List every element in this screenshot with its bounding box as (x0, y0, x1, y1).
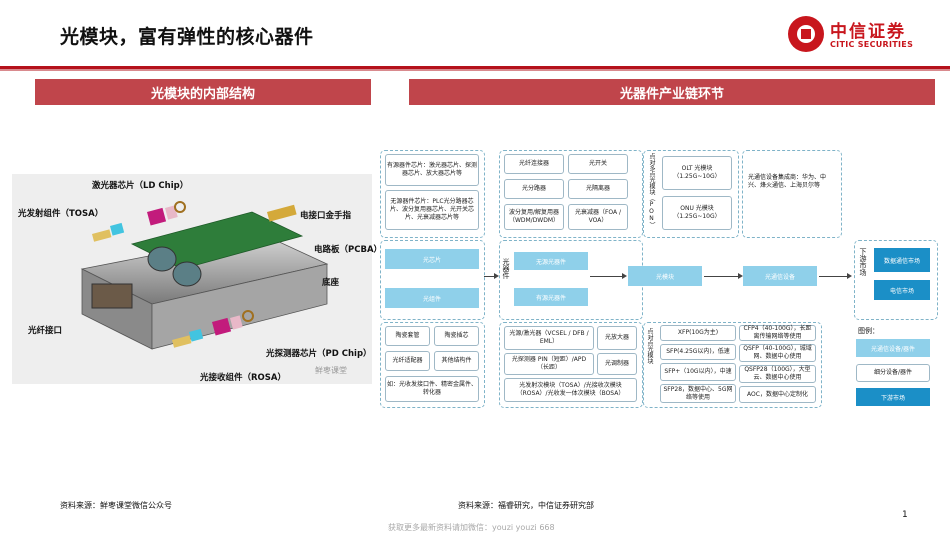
label-rosa: 光接收组件（ROSA） (200, 373, 286, 383)
olt-module-box: OLT 光模块（1.25G~10G） (662, 156, 732, 190)
isolator-box: 光隔离器 (568, 179, 628, 199)
qsfp-box: QSFP（40-100G），城域网、数据中心使用 (739, 344, 816, 362)
wdm-box: 波分复用/解复用器（WDM/DWDM） (504, 204, 564, 230)
label-fiber-port: 光纤接口 (28, 326, 63, 336)
photo-watermark: 鲜枣课堂 (315, 366, 347, 375)
onu-module-box: ONU 光模块（1.25G~10G） (662, 196, 732, 230)
active-device-detail-group (499, 322, 643, 408)
active-device-box: 有源光器件 (514, 288, 588, 306)
modulator-box: 光调制器 (597, 353, 637, 375)
detector-box: 光探测器 PIN（短距）/APD（长距） (504, 353, 594, 375)
header-divider (0, 66, 950, 69)
label-ld-chip: 激光器芯片（LD Chip） (92, 181, 189, 191)
arrow-3 (704, 276, 740, 277)
xfp-box: XFP(10G为主) (660, 325, 736, 341)
arrow-4-head (847, 273, 852, 279)
legend-item-segment: 细分设备/器件 (856, 364, 930, 382)
arrow-1 (484, 276, 496, 277)
laser-box: 光源/激光器（VCSEL / DFB / EML） (504, 326, 594, 350)
structural-note-box: 如：光收发接口件、精密金属件、转化器 (385, 376, 479, 402)
downstream-label: 下游市场 (859, 248, 867, 276)
legend-title: 图例： (858, 327, 879, 335)
module-box: 光模块 (628, 266, 702, 286)
arrow-2-head (622, 273, 627, 279)
label-pd-chip: 光探测器芯片（PD Chip） (266, 349, 372, 359)
optical-module-drawing (80, 201, 329, 350)
passive-chip-box: 无源器件芯片：PLC光分路器芯片、波分复用器芯片、光开关芯片、光衰减器芯片等 (385, 190, 479, 230)
fiber-connector-box: 光纤连接器 (504, 154, 564, 174)
section-banner-left: 光模块的内部结构 (35, 79, 371, 105)
cfp4-box: CFP4（40-100G），长距离传输网络等使用 (739, 325, 816, 341)
logo-text-en: CITIC SECURITIES (830, 40, 914, 49)
value-chain-diagram: 有源器件芯片：激光器芯片、探测器芯片、放大器芯片等 无源器件芯片：PLC光分路器… (378, 148, 938, 410)
legend-item-equipment: 光通信设备/器件 (856, 339, 930, 357)
citic-logo-mark (801, 29, 811, 39)
logo-text-cn: 中信证券 (830, 22, 906, 42)
arrow-4 (819, 276, 849, 277)
ceramic-ferrule-box: 陶瓷插芯 (434, 326, 479, 346)
arrow-3-head (738, 273, 743, 279)
optical-chip-box: 光芯片 (385, 249, 479, 269)
ceramic-sleeve-box: 陶瓷套管 (385, 326, 430, 346)
fiber-adapter-box: 光纤适配器 (385, 351, 430, 371)
label-base: 底座 (322, 278, 340, 288)
sfp-box: SFP(4.25G以内)，低速 (660, 344, 736, 360)
section-banner-right: 光器件产业链环节 (409, 79, 935, 105)
sfp28-box: SFP28，数据中心、5G网络等使用 (660, 384, 736, 403)
optical-module-illustration (12, 174, 372, 384)
optical-switch-box: 光开关 (568, 154, 628, 174)
structural-parts-group (380, 322, 485, 408)
other-parts-box: 其他结构件 (434, 351, 479, 371)
telecom-market-box: 电信市场 (874, 280, 930, 300)
upstream-chip-group (380, 150, 485, 238)
source-left: 资料来源：鲜枣课堂微信公众号 (60, 501, 172, 510)
source-right: 资料来源：福睿研究，中信证券研究部 (458, 501, 594, 510)
passive-device-group (499, 150, 643, 238)
optical-component-box: 光组件 (385, 288, 479, 308)
aoc-box: AOC，数据中心定制化 (739, 386, 816, 403)
qsfp28-box: QSFP28（100G），大型云、数据中心使用 (739, 365, 816, 383)
label-pcba: 电路板（PCBA） (314, 245, 383, 255)
label-gold-finger: 电接口金手指 (300, 211, 352, 221)
sfp-plus-box: SFP+（10G以内），中速 (660, 363, 736, 381)
label-tosa: 光发射组件（TOSA） (18, 209, 104, 219)
footer-watermark: 获取更多最新资料请加微信：youzi youzi 668 (388, 523, 555, 532)
device-label: 光器件 (502, 258, 510, 279)
arrow-1-head (494, 273, 499, 279)
arrow-2 (590, 276, 624, 277)
amplifier-box: 光放大器 (597, 326, 637, 350)
splitter-box: 光分路器 (504, 179, 564, 199)
legend-item-market: 下游市场 (856, 388, 930, 406)
page-number: 1 (902, 510, 908, 520)
vendor-group (742, 150, 842, 238)
attenuator-box: 光衰减器（FOA / VOA） (568, 204, 628, 230)
p2p-module-group (643, 322, 822, 408)
chip-component-group (380, 240, 485, 320)
active-chip-box: 有源器件芯片：激光器芯片、探测器芯片、放大器芯片等 (385, 154, 479, 186)
header-divider-light (0, 69, 950, 71)
p2p-label: 点对点光模块 (646, 328, 653, 364)
p2mp-label: 点对多点光模块（PON） (648, 153, 655, 228)
passive-device-box: 无源光器件 (514, 252, 588, 270)
dc-market-box: 数据通信市场 (874, 248, 930, 272)
osa-box: 光发射次模块（TOSA）/光接收次模块（ROSA）/光收发一体次模块（BOSA） (504, 378, 637, 402)
vendor-text: 光通信设备集成商：华为、中兴、烽火通信、上海贝尔等 (748, 174, 827, 190)
slide-title: 光模块，富有弹性的核心器件 (60, 26, 314, 48)
downstream-group (854, 240, 938, 320)
equipment-box: 光通信设备 (743, 266, 817, 286)
p2mp-module-group (643, 150, 739, 238)
